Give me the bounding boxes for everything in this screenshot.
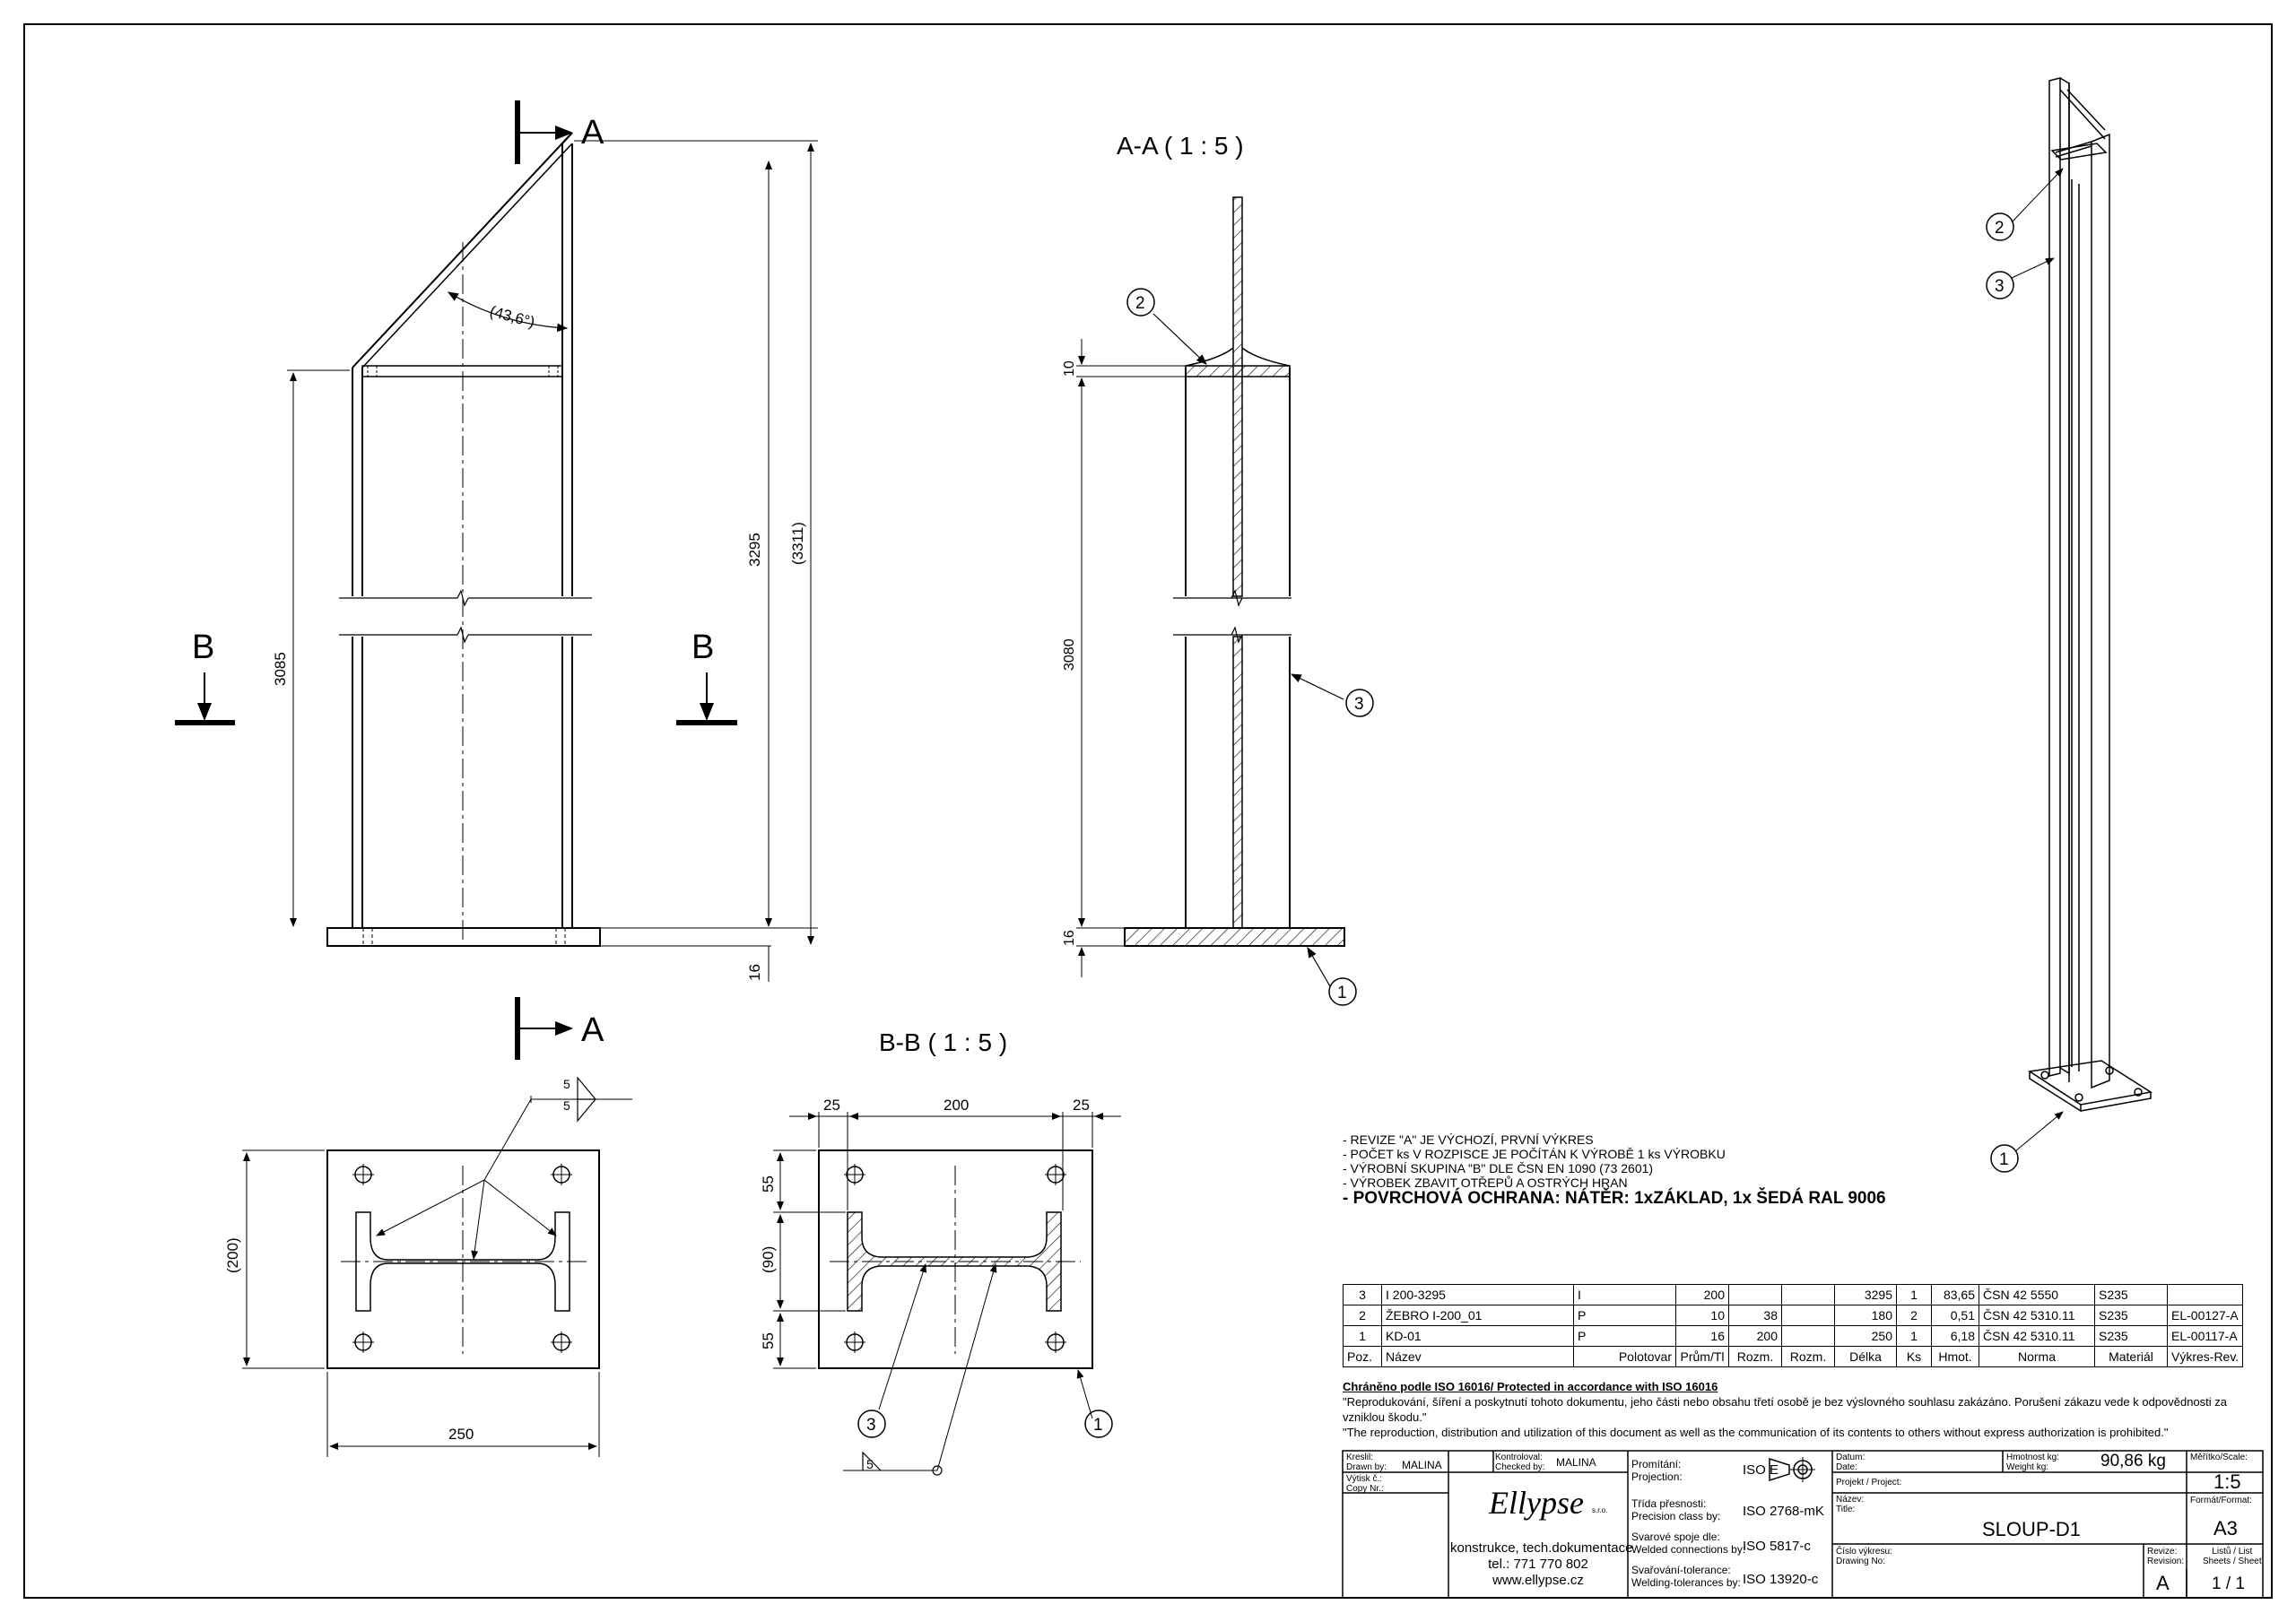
revision-value: A [2156, 1572, 2170, 1594]
welding-tol-value: ISO 13920-c [1743, 1572, 1819, 1587]
svg-text:5: 5 [563, 1098, 570, 1113]
svg-text:3: 3 [1995, 277, 2005, 296]
svg-text:25: 25 [1073, 1097, 1090, 1114]
parts-list-table: 3 I 200-3295 I 200 3295 1 83,65 ČSN 42 5… [1343, 1284, 2244, 1367]
welded-value: ISO 5817-c [1743, 1539, 1811, 1554]
svg-text:(200): (200) [224, 1237, 241, 1273]
section-aa-labels: A-A ( 1 : 5 ) 2 3 1 10 3080 16 [1062, 132, 1364, 1002]
project-label: Projekt / Project: [1836, 1478, 1902, 1488]
top-view-labels: 5 5 (200) 250 [224, 1077, 570, 1443]
section-bb-labels: B-B ( 1 : 5 ) 25 200 25 55 (90) 55 3 1 5 [760, 1028, 1103, 1471]
svg-text:16: 16 [1062, 930, 1077, 946]
note-line: - VÝROBNÍ SKUPINA "B" DLE ČSN EN 1090 (7… [1343, 1161, 1654, 1175]
svg-text:5: 5 [563, 1077, 570, 1091]
svg-text:3: 3 [1354, 695, 1364, 714]
svg-text:200: 200 [944, 1097, 969, 1114]
company-logo-suffix: s.r.o. [1592, 1506, 1608, 1514]
svg-text:55: 55 [760, 1332, 777, 1349]
front-view-labels: A A B B (43,6°) 3295 (3311) 3085 16 [192, 114, 806, 1049]
svg-text:B: B [691, 629, 714, 666]
svg-text:A: A [581, 1011, 604, 1049]
note-line: - POČET ks V ROZPISCE JE POČÍTÁN K VÝROB… [1343, 1147, 1726, 1161]
title-label: Název:Title: [1836, 1495, 1865, 1514]
iso-view-labels: 2 3 1 [1995, 219, 2009, 1169]
svg-text:3085: 3085 [272, 652, 289, 686]
iso-view [1986, 77, 2153, 1173]
title-block-frame [1342, 1450, 2264, 1599]
svg-text:1: 1 [1093, 1416, 1103, 1435]
table-header-row: Poz. Název Polotovar Prům/Tl Rozm. Rozm.… [1343, 1346, 2244, 1367]
svg-text:(43,6°): (43,6°) [488, 303, 536, 332]
precision-label: Třída přesnosti:Precision class by: [1631, 1497, 1721, 1522]
section-bb [773, 1112, 1121, 1476]
copy-nr-label: Výtisk č.:Copy Nr.: [1346, 1474, 1384, 1494]
svg-text:250: 250 [448, 1426, 474, 1443]
top-view [242, 1076, 632, 1457]
svg-text:B-B ( 1 : 5 ): B-B ( 1 : 5 ) [879, 1028, 1007, 1056]
svg-text:5: 5 [866, 1457, 874, 1471]
svg-text:10: 10 [1062, 360, 1077, 377]
welded-label: Svarové spoje dle:Welded connections by: [1631, 1531, 1746, 1556]
format-label: Formát/Format: [2190, 1496, 2252, 1505]
checked-by-value: MALINA [1556, 1456, 1596, 1469]
projection-value: ISO E [1743, 1462, 1779, 1478]
welding-tol-label: Svařování-tolerance:Welding-tolerances b… [1631, 1564, 1741, 1589]
scale-value: 1:5 [2213, 1470, 2241, 1493]
svg-text:25: 25 [823, 1097, 840, 1114]
svg-text:1: 1 [1337, 984, 1347, 1002]
copyright-notice: Chráněno podle ISO 16016/ Protected in a… [1343, 1379, 2263, 1440]
company-contact: konstrukce, tech.dokumentace tel.: 771 7… [1450, 1540, 1633, 1588]
scale-label: Měřítko/Scale: [2190, 1453, 2248, 1462]
date-label: Datum:Date: [1836, 1453, 1866, 1472]
weight-label: Hmotnost kg:Weight kg: [2006, 1453, 2059, 1472]
svg-text:3295: 3295 [746, 533, 763, 567]
checked-by-label: Kontroloval:Checked by: [1495, 1453, 1545, 1472]
svg-text:A-A ( 1 : 5 ): A-A ( 1 : 5 ) [1117, 132, 1244, 160]
svg-text:55: 55 [760, 1175, 777, 1193]
copyright-cz: "Reprodukování, šíření a poskytnutí toho… [1343, 1395, 2228, 1424]
svg-text:(90): (90) [760, 1246, 777, 1273]
drawn-by-value: MALINA [1402, 1459, 1442, 1471]
table-row: 1 KD-01 P 16 200 250 1 6,18 ČSN 42 5310.… [1343, 1325, 2244, 1347]
format-value: A3 [2213, 1517, 2238, 1540]
drawn-by-label: Kreslil:Drawn by: [1346, 1453, 1387, 1472]
weight-value: 90,86 kg [2100, 1452, 2166, 1470]
svg-text:2: 2 [1135, 294, 1145, 313]
general-notes: - REVIZE "A" JE VÝCHOZÍ, PRVNÍ VÝKRES - … [1343, 1132, 1886, 1208]
table-row: 2 ŽEBRO I-200_01 P 10 38 180 2 0,51 ČSN … [1343, 1305, 2244, 1326]
sheets-value: 1 / 1 [2212, 1574, 2245, 1593]
svg-text:3080: 3080 [1062, 638, 1077, 671]
svg-text:A: A [581, 114, 604, 152]
svg-text:16: 16 [746, 964, 763, 981]
svg-text:3: 3 [866, 1416, 876, 1435]
front-view [175, 100, 818, 1060]
precision-value: ISO 2768-mK [1743, 1504, 1824, 1519]
copyright-en: "The reproduction, distribution and util… [1343, 1426, 2169, 1439]
svg-text:1: 1 [1999, 1150, 2009, 1169]
projection-label: Promítání:Projection: [1631, 1458, 1683, 1483]
note-line: - REVIZE "A" JE VÝCHOZÍ, PRVNÍ VÝKRES [1343, 1132, 1594, 1147]
note-line: - VÝROBEK ZBAVIT OTŘEPŮ A OSTRÝCH HRAN [1343, 1175, 1628, 1190]
copyright-title: Chráněno podle ISO 16016/ Protected in a… [1343, 1380, 1718, 1393]
company-logo: Ellypse [1489, 1485, 1584, 1521]
note-surface-protection: - POVRCHOVÁ OCHRANA: NÁTĚR: 1xZÁKLAD, 1x… [1343, 1189, 1886, 1208]
table-row: 3 I 200-3295 I 200 3295 1 83,65 ČSN 42 5… [1343, 1284, 2244, 1305]
section-aa [1076, 196, 1374, 1006]
svg-text:2: 2 [1995, 219, 2005, 238]
svg-text:B: B [192, 629, 214, 666]
svg-text:(3311): (3311) [789, 522, 806, 565]
sheet-frame [23, 23, 2273, 1599]
drawing-title: SLOUP-D1 [1982, 1518, 2082, 1540]
drawing-no-label: Číslo výkresu:Drawing No: [1836, 1547, 1892, 1566]
revision-label: Revize:Revision: [2147, 1547, 2185, 1566]
